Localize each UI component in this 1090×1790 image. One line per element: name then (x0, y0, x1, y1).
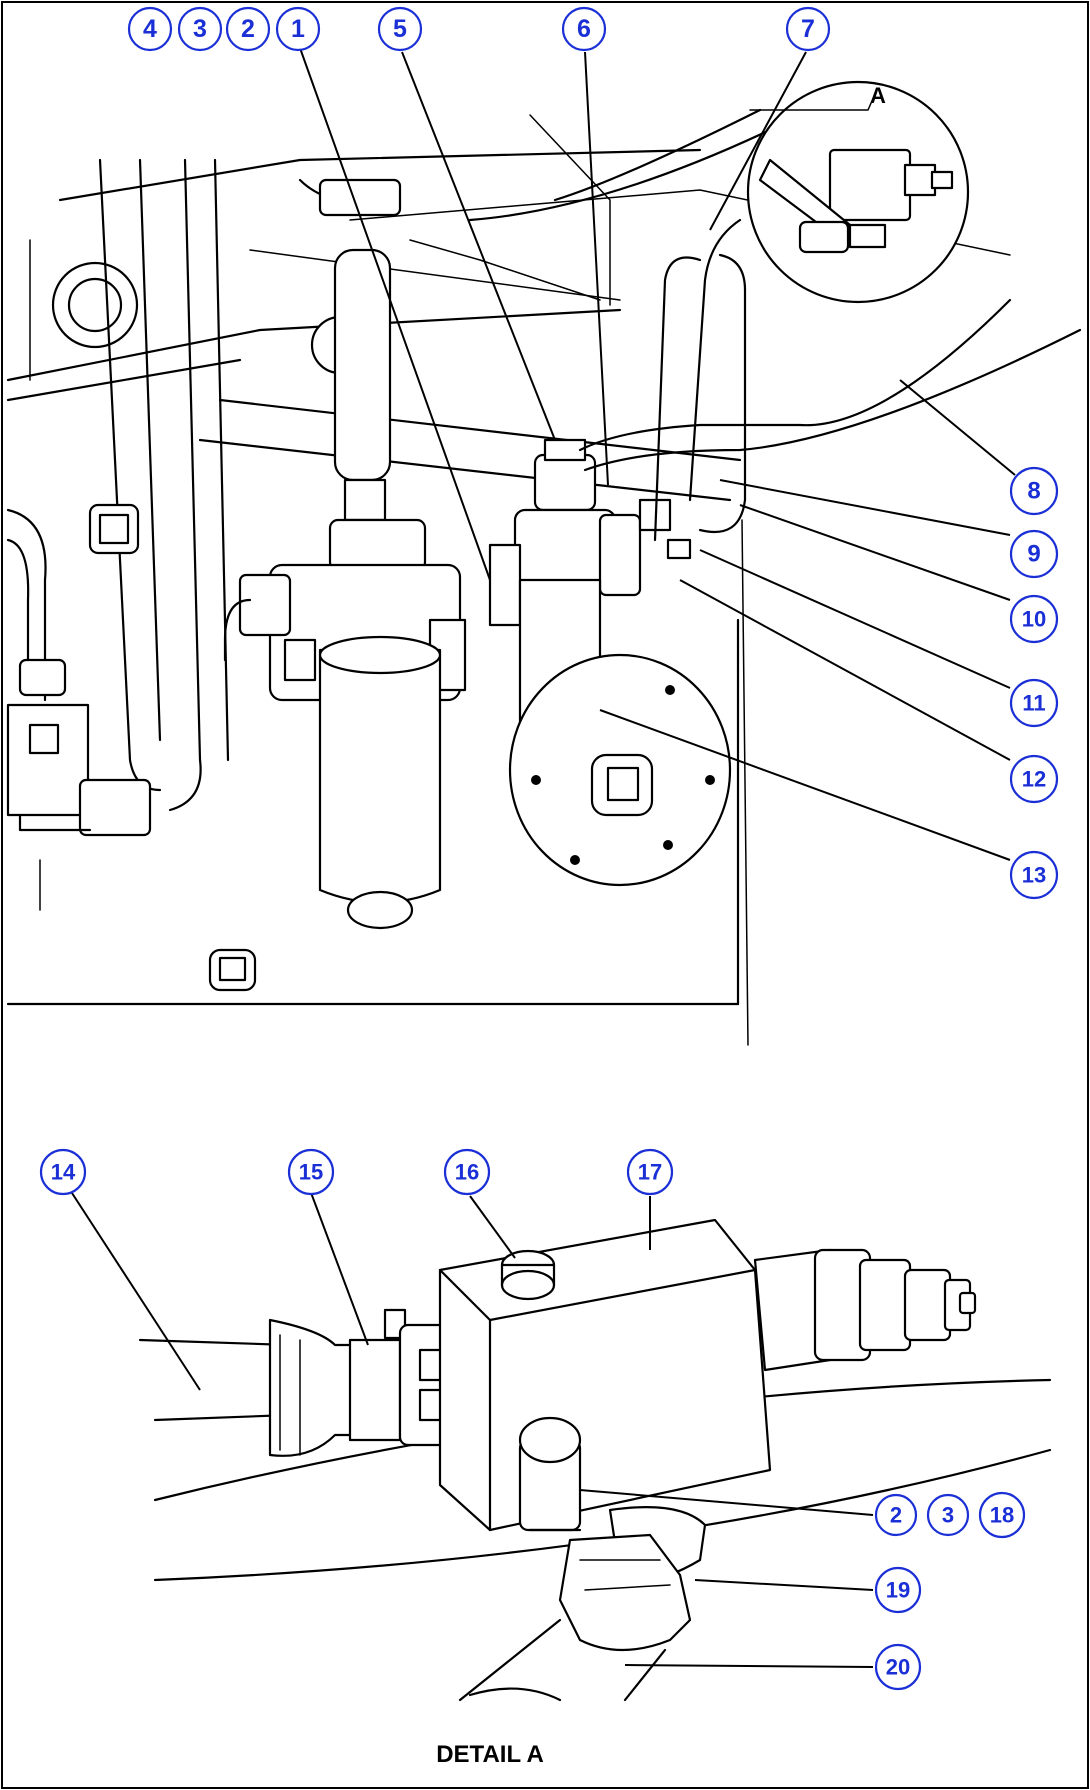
callout-2-label: 2 (241, 15, 255, 43)
callout-6[interactable]: 6 (561, 6, 607, 52)
callout-16[interactable]: 16 (443, 1148, 491, 1196)
callout-6-label: 6 (577, 15, 591, 43)
callout-12-label: 12 (1022, 767, 1046, 792)
callout-11[interactable]: 11 (1009, 678, 1059, 728)
callout-4[interactable]: 4 (127, 6, 173, 52)
detail-callouts: 14 15 16 17 2 3 18 19 20 (39, 1148, 1026, 1691)
callout-8-label: 8 (1027, 478, 1040, 505)
callout-5-label: 5 (393, 15, 407, 43)
callout-10-label: 10 (1022, 607, 1046, 632)
callout-16-label: 16 (455, 1160, 479, 1185)
callout-17[interactable]: 17 (626, 1148, 674, 1196)
callout-13-label: 13 (1022, 863, 1046, 888)
top-leader-lines (299, 47, 1016, 861)
callout-2[interactable]: 2 (225, 6, 271, 52)
callout-10[interactable]: 10 (1009, 594, 1059, 644)
callout-11-label: 11 (1022, 691, 1045, 716)
callout-12[interactable]: 12 (1009, 754, 1059, 804)
callout-9-label: 9 (1027, 541, 1040, 568)
top-callouts: 4 3 2 1 5 6 7 8 9 10 11 12 13 (127, 6, 1059, 900)
callout-20[interactable]: 20 (874, 1643, 922, 1691)
callout-2-detail-label: 2 (890, 1503, 902, 1528)
callout-19-label: 19 (886, 1578, 910, 1603)
callout-14[interactable]: 14 (39, 1148, 87, 1196)
callout-14-label: 14 (51, 1160, 76, 1185)
callout-20-label: 20 (886, 1655, 910, 1680)
callout-3[interactable]: 3 (177, 6, 223, 52)
callout-15[interactable]: 15 (287, 1148, 335, 1196)
callout-19[interactable]: 19 (874, 1566, 922, 1614)
detail-a-illustration (138, 1218, 1052, 1702)
detail-leader-lines (69, 1189, 874, 1668)
callout-5[interactable]: 5 (377, 6, 423, 52)
callout-18-label: 18 (990, 1503, 1014, 1528)
callout-7-label: 7 (801, 15, 815, 43)
callout-3-detail-label: 3 (942, 1503, 954, 1528)
callout-4-label: 4 (143, 15, 157, 43)
callout-1[interactable]: 1 (275, 6, 321, 52)
callout-13[interactable]: 13 (1009, 850, 1059, 900)
callout-1-label: 1 (291, 15, 305, 43)
callout-18[interactable]: 18 (978, 1491, 1026, 1539)
callout-9[interactable]: 9 (1009, 529, 1059, 579)
callout-8[interactable]: 8 (1009, 466, 1059, 516)
detail-caption: DETAIL A (436, 1741, 544, 1768)
callout-3-label: 3 (193, 15, 207, 43)
callout-2-detail[interactable]: 2 (874, 1493, 918, 1537)
callout-7[interactable]: 7 (785, 6, 831, 52)
callout-17-label: 17 (638, 1160, 662, 1185)
callout-15-label: 15 (299, 1160, 323, 1185)
callout-3-detail[interactable]: 3 (926, 1493, 970, 1537)
detail-a-marker: A (870, 83, 886, 108)
